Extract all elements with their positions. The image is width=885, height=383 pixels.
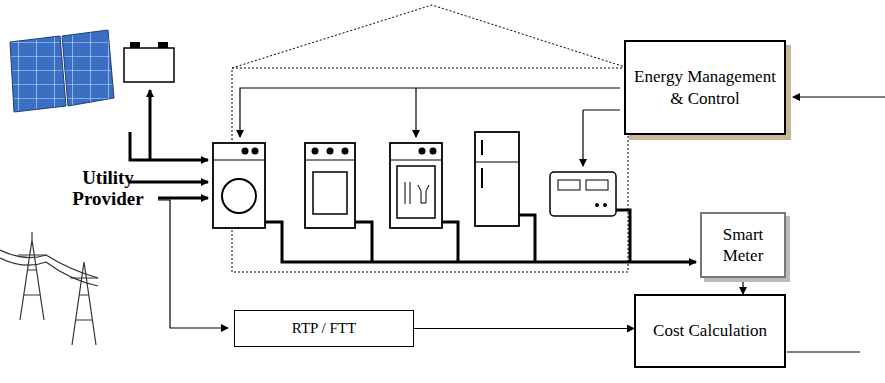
box-label: Cost Calculation bbox=[653, 320, 767, 341]
process-box: Cost Calculation bbox=[634, 294, 786, 368]
connector-arrow bbox=[414, 328, 634, 329]
process-box: Energy Management & Control bbox=[624, 40, 786, 135]
process-box: Smart Meter bbox=[700, 212, 786, 278]
connector-arrow bbox=[742, 278, 743, 294]
process-box: RTP / FTT bbox=[234, 310, 414, 347]
box-label: Smart Meter bbox=[708, 224, 778, 267]
source-label: Utility Provider bbox=[60, 168, 156, 210]
box-label: Energy Management & Control bbox=[632, 66, 778, 109]
box-label: RTP / FTT bbox=[292, 319, 356, 338]
